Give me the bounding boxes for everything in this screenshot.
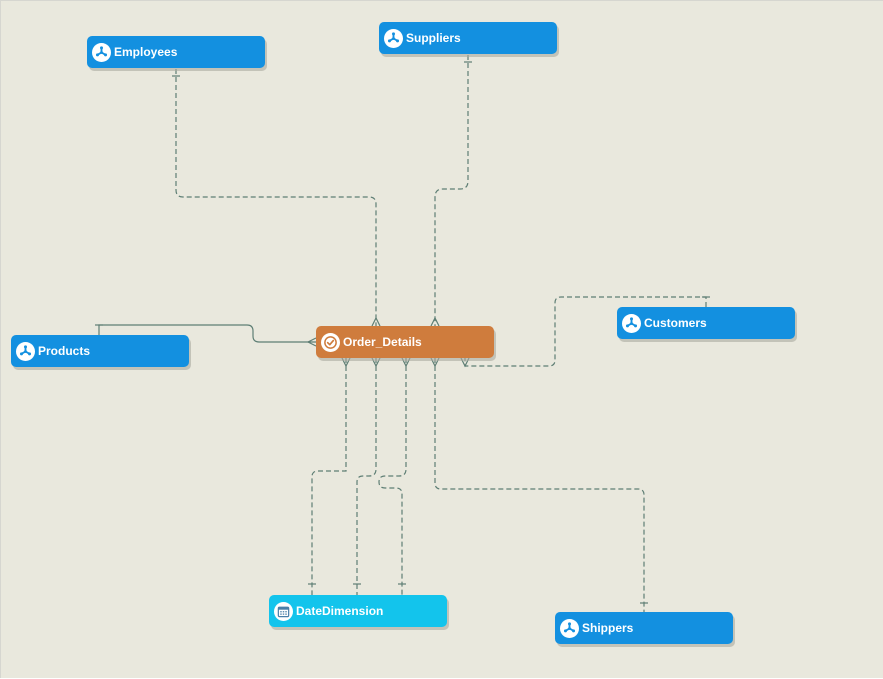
- relationship-customers[interactable]: [464, 296, 707, 367]
- many-marker: [460, 357, 470, 368]
- many-marker: [430, 357, 440, 368]
- relationship-products[interactable]: [98, 324, 316, 343]
- many-marker: [341, 357, 351, 368]
- table-node-customers[interactable]: Customers: [617, 307, 795, 339]
- node-label: Products: [38, 344, 91, 358]
- relationship-date-1[interactable]: [311, 358, 347, 595]
- node-label: Shippers: [582, 621, 634, 635]
- relationship-suppliers[interactable]: [434, 55, 469, 326]
- node-label: DateDimension: [296, 604, 384, 618]
- node-label: Order_Details: [343, 335, 422, 349]
- fact-table-icon: [321, 332, 340, 352]
- table-node-suppliers[interactable]: Suppliers: [379, 22, 557, 54]
- table-node-employees[interactable]: Employees: [87, 36, 265, 68]
- many-marker: [371, 357, 381, 368]
- table-node-shippers[interactable]: Shippers: [555, 612, 733, 644]
- many-marker: [306, 337, 317, 347]
- dimension-icon: [622, 313, 641, 333]
- dimension-icon: [384, 28, 403, 48]
- table-node-order-details[interactable]: Order_Details: [316, 326, 494, 358]
- dimension-icon: [92, 42, 111, 62]
- table-node-products[interactable]: Products: [11, 335, 189, 367]
- table-node-date-dimension[interactable]: DateDimension: [269, 595, 447, 627]
- dimension-icon: [16, 341, 35, 361]
- dimension-icon: [560, 618, 579, 638]
- relationship-employees[interactable]: [175, 69, 377, 326]
- many-marker: [371, 316, 381, 327]
- relationship-date-3[interactable]: [378, 358, 407, 595]
- node-label: Employees: [114, 45, 178, 59]
- calendar-icon: [274, 601, 293, 621]
- many-marker: [401, 357, 411, 368]
- node-label: Customers: [644, 316, 707, 330]
- many-marker: [430, 316, 440, 327]
- node-label: Suppliers: [406, 31, 461, 45]
- relationship-shippers[interactable]: [434, 358, 645, 612]
- relationship-date-2[interactable]: [356, 358, 377, 595]
